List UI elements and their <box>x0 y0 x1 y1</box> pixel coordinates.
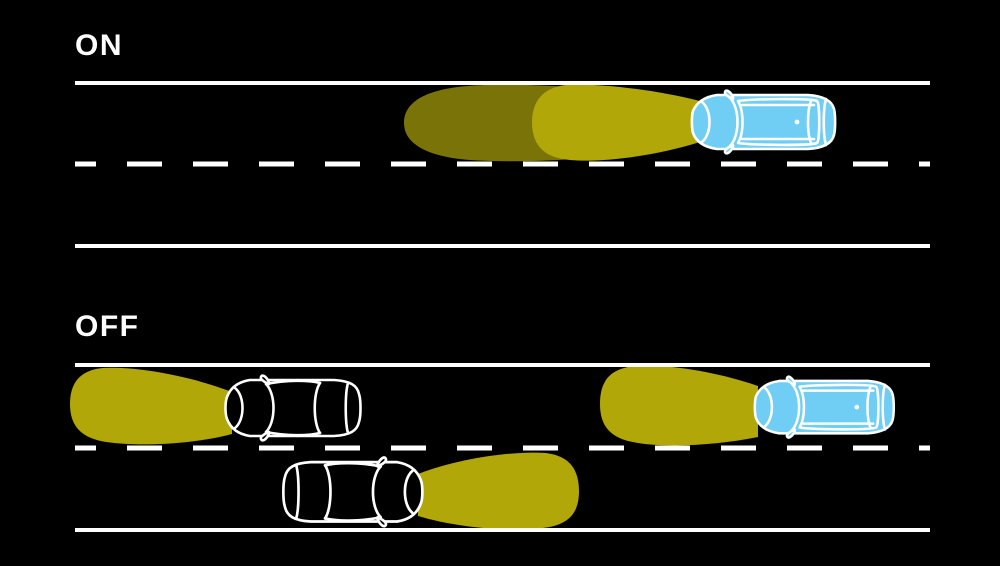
lane-lines-on <box>75 81 930 248</box>
car-2 <box>281 456 424 528</box>
car-1-beam-shape <box>70 367 232 445</box>
on-label: ON <box>75 29 123 62</box>
subject-car-on <box>690 89 837 155</box>
low-beam-near-shape <box>532 84 700 161</box>
headlight-beams-on <box>404 84 700 162</box>
car-2-beam-shape <box>418 452 579 530</box>
lane-lines-off <box>75 363 930 532</box>
scene-on <box>75 81 930 248</box>
scene-off <box>70 363 930 532</box>
headlight-beams-off <box>70 365 758 530</box>
off-label: OFF <box>75 310 140 343</box>
subject-car-off <box>753 375 896 439</box>
subject-car-beam-shape <box>600 365 758 446</box>
car-1 <box>224 374 362 442</box>
